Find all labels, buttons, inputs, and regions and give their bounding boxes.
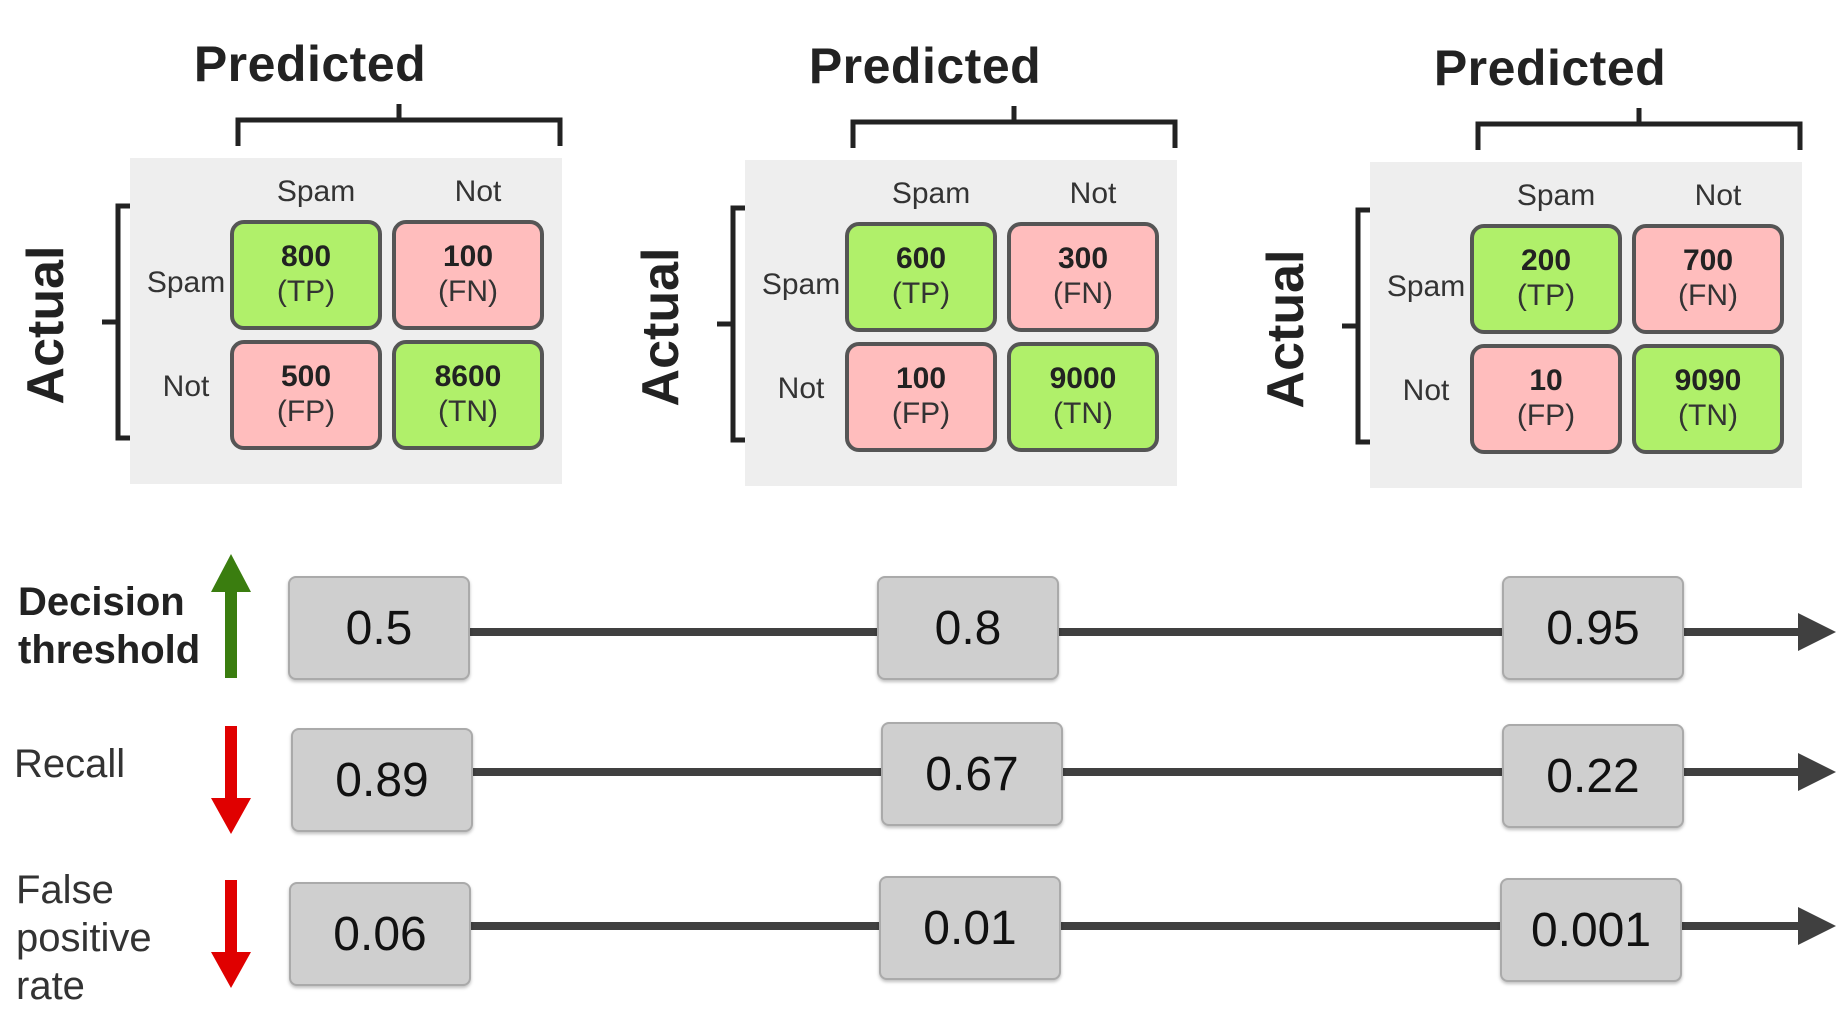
cell-value: 100 <box>895 362 947 395</box>
cell-value: 300 <box>1057 242 1109 275</box>
row-label-not: Not <box>162 370 210 403</box>
cell-tn: 9090 (TN) <box>1632 344 1784 454</box>
down-arrow-icon <box>211 880 251 988</box>
actual-bracket <box>102 203 132 441</box>
false-positive-rate-label: False positive rate <box>16 866 152 1010</box>
row-label-not: Not <box>1402 374 1450 407</box>
predicted-title: Predicted <box>808 38 1042 94</box>
predicted-bracket <box>235 104 563 146</box>
actual-title: Actual <box>17 245 75 405</box>
confusion-matrix-2: Predicted Actual Spam Not Spam Not 600 (… <box>625 0 1185 500</box>
predicted-bracket <box>1475 108 1803 150</box>
actual-bracket <box>717 205 747 443</box>
cell-value: 700 <box>1682 244 1734 277</box>
cell-tag: (TP) <box>1516 279 1576 312</box>
cell-tn: 8600 (TN) <box>392 340 544 450</box>
actual-bracket <box>1342 207 1372 445</box>
col-label-not: Not <box>454 175 502 208</box>
row-label-not: Not <box>777 372 825 405</box>
cell-tag: (TN) <box>1678 399 1738 432</box>
fpr-value-2: 0.01 <box>879 876 1061 980</box>
cell-tag: (FP) <box>891 397 951 430</box>
fpr-axis-arrowhead <box>1798 907 1836 945</box>
col-label-spam: Spam <box>1516 179 1596 212</box>
cell-tag: (TP) <box>891 277 951 310</box>
col-label-spam: Spam <box>276 175 356 208</box>
cell-value: 9000 <box>1049 362 1117 395</box>
threshold-value-2: 0.8 <box>877 576 1059 680</box>
cell-tag: (TN) <box>438 395 498 428</box>
cell-tag: (FP) <box>276 395 336 428</box>
label-line: Decision <box>18 580 185 624</box>
label-line: False <box>16 868 114 912</box>
cell-tag: (FN) <box>1678 279 1738 312</box>
cell-tag: (TN) <box>1053 397 1113 430</box>
fpr-value-3: 0.001 <box>1500 878 1682 982</box>
row-label-spam: Spam <box>1386 270 1466 303</box>
threshold-value-3: 0.95 <box>1502 576 1684 680</box>
threshold-value-1: 0.5 <box>288 576 470 680</box>
recall-value-3: 0.22 <box>1502 724 1684 828</box>
confusion-matrix-1: Predicted Actual Spam Not Spam Not 800 (… <box>10 0 570 500</box>
cell-value: 500 <box>280 360 332 393</box>
recall-label: Recall <box>14 740 125 788</box>
threshold-axis-arrowhead <box>1798 613 1836 651</box>
actual-title: Actual <box>632 247 690 407</box>
row-label-spam: Spam <box>146 266 226 299</box>
cell-tp: 800 (TP) <box>230 220 382 330</box>
cell-value: 100 <box>442 240 494 273</box>
fpr-value-1: 0.06 <box>289 882 471 986</box>
fpr-axis-line <box>470 922 1800 930</box>
recall-value-2: 0.67 <box>881 722 1063 826</box>
label-line: Recall <box>14 742 126 786</box>
down-arrow-icon <box>211 726 251 834</box>
confusion-matrix-3: Predicted Actual Spam Not Spam Not 200 (… <box>1250 0 1810 500</box>
label-line: rate <box>16 964 85 1008</box>
actual-title: Actual <box>1257 249 1315 409</box>
cell-tag: (FN) <box>1053 277 1113 310</box>
label-line: positive <box>16 916 152 960</box>
decision-threshold-label: Decision threshold <box>18 578 200 674</box>
up-arrow-icon <box>211 554 251 678</box>
recall-value-1: 0.89 <box>291 728 473 832</box>
col-label-not: Not <box>1069 177 1117 210</box>
col-label-spam: Spam <box>891 177 971 210</box>
cell-tp: 200 (TP) <box>1470 224 1622 334</box>
cell-value: 600 <box>895 242 947 275</box>
cell-fp: 10 (FP) <box>1470 344 1622 454</box>
cell-tag: (TP) <box>276 275 336 308</box>
cell-value: 800 <box>280 240 332 273</box>
cell-fp: 100 (FP) <box>845 342 997 452</box>
cell-value: 10 <box>1529 364 1563 397</box>
cell-value: 200 <box>1520 244 1572 277</box>
cell-tag: (FP) <box>1516 399 1576 432</box>
cell-fp: 500 (FP) <box>230 340 382 450</box>
predicted-title: Predicted <box>193 36 427 92</box>
cell-tag: (FN) <box>438 275 498 308</box>
threshold-axis-line <box>470 628 1800 636</box>
cell-value: 8600 <box>434 360 502 393</box>
col-label-not: Not <box>1694 179 1742 212</box>
cell-tn: 9000 (TN) <box>1007 342 1159 452</box>
cell-value: 9090 <box>1674 364 1742 397</box>
label-line: threshold <box>18 628 201 672</box>
recall-axis-line <box>470 768 1800 776</box>
predicted-title: Predicted <box>1433 40 1667 96</box>
recall-axis-arrowhead <box>1798 753 1836 791</box>
predicted-bracket <box>850 106 1178 148</box>
cell-fn: 700 (FN) <box>1632 224 1784 334</box>
cell-fn: 300 (FN) <box>1007 222 1159 332</box>
cell-tp: 600 (TP) <box>845 222 997 332</box>
row-label-spam: Spam <box>761 268 841 301</box>
cell-fn: 100 (FN) <box>392 220 544 330</box>
